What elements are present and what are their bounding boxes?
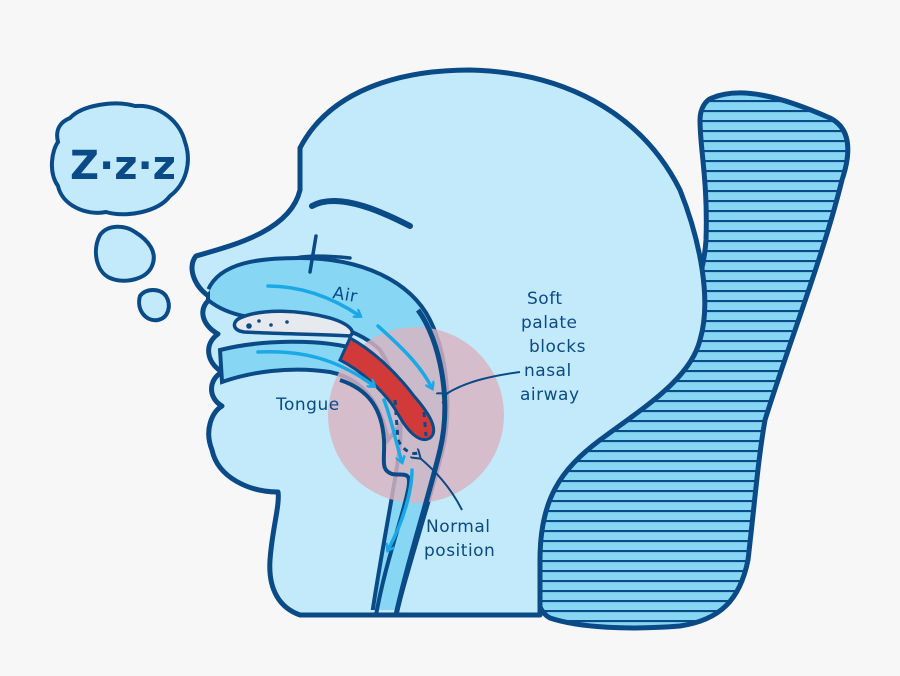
label-soft-palate-line3: blocks — [529, 337, 586, 357]
soft-palate-pointer — [446, 371, 521, 394]
hard-palate — [232, 309, 354, 338]
label-soft-palate-line5: airway — [520, 385, 580, 405]
closed-eye — [309, 198, 413, 229]
label-soft-palate-line1: Soft — [527, 289, 563, 309]
palate-dots — [246, 319, 289, 329]
label-air: Air — [331, 283, 359, 307]
soft-palate-normal-outline — [393, 399, 421, 455]
label-soft-palate-line4: nasal — [524, 361, 572, 381]
label-tongue: Tongue — [275, 395, 340, 415]
label-normal-line1: Normal — [426, 517, 491, 537]
throat-back-wall — [393, 308, 448, 616]
label-soft-palate: Soft palate blocks nasal airway — [520, 289, 586, 405]
label-normal-line2: position — [424, 541, 495, 561]
nose-mark — [294, 234, 352, 274]
label-soft-palate-line2: palate — [521, 313, 577, 333]
normal-position-pointer — [420, 458, 463, 511]
air-arrow-oral — [256, 349, 374, 386]
air-arrow-throat — [382, 398, 402, 462]
airflow-arrows — [256, 284, 432, 550]
thought-cloud-medium — [93, 224, 156, 283]
air-arrow-nasal — [266, 284, 360, 316]
thought-cloud-large — [50, 101, 190, 217]
soft-palate-dash — [422, 411, 428, 437]
air-arrow-trachea — [388, 468, 414, 550]
label-normal-position: Normal position — [424, 517, 495, 561]
thought-cloud-small — [137, 288, 171, 323]
zzz-text: Z·z·z — [70, 143, 176, 189]
thought-bubble: Z·z·z — [50, 101, 190, 323]
air-arrow-nasal-down — [376, 324, 432, 388]
